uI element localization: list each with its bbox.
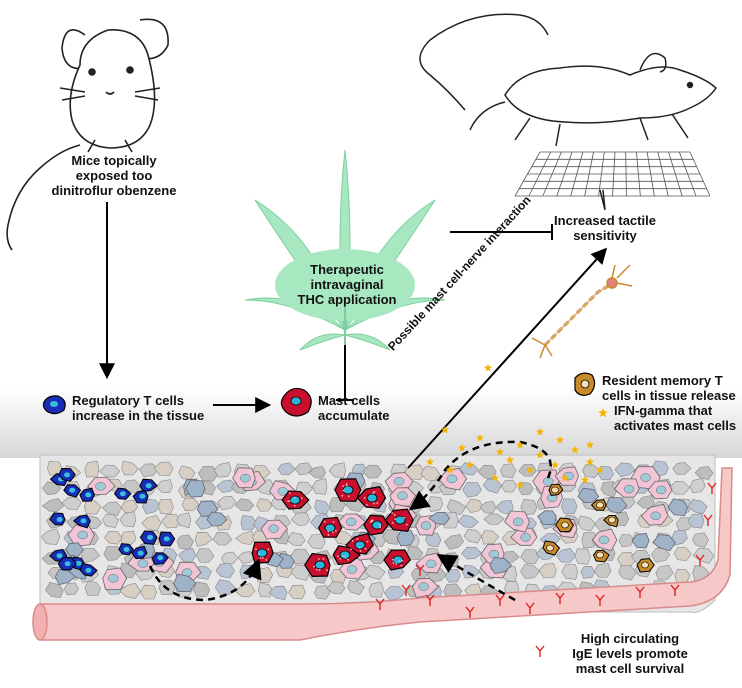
legend-mast-icon xyxy=(280,387,312,417)
label-resident-memory-t: Resident memory T cells in tissue releas… xyxy=(602,373,736,403)
label-regulatory-t-cells: Regulatory T cells increase in the tissu… xyxy=(72,393,205,423)
dashed-arrow-ige-mast xyxy=(436,553,516,602)
legend-treg-icon xyxy=(42,395,66,415)
label-increased-tactile: Increased tactile sensitivity xyxy=(554,213,656,243)
label-ige-levels: High circulating IgE levels promote mast… xyxy=(572,631,688,676)
legend-resident-t-icon xyxy=(574,372,596,396)
label-ifn-gamma: IFN-gamma that activates mast cells xyxy=(614,403,737,433)
label-thc-application: Therapeutic intravaginal THC application xyxy=(297,262,397,307)
ifn-star-icon xyxy=(598,408,608,417)
mouse-sitting-icon xyxy=(6,18,169,251)
mouse-on-grid-icon xyxy=(419,13,717,211)
blood-vessel xyxy=(32,467,733,641)
tissue-layer xyxy=(39,454,716,613)
tissue-haze xyxy=(0,388,742,458)
label-mast-cells: Mast cells accumulate xyxy=(318,393,390,423)
cannabis-leaf-icon xyxy=(244,149,446,351)
dashed-arrow-ifn-mast xyxy=(408,440,552,511)
arrow-nerve-interaction xyxy=(407,247,608,469)
ige-antibody-icon xyxy=(535,645,545,657)
neuron-icon xyxy=(531,264,633,359)
label-mice-exposed: Mice topically exposed too dinitroflur o… xyxy=(51,153,177,198)
